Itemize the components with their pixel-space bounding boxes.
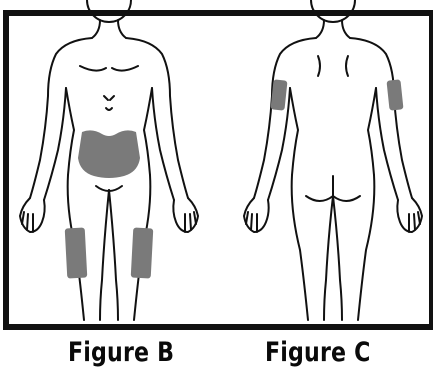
back-torso-left bbox=[290, 88, 298, 175]
back-shoulder-blades bbox=[318, 56, 348, 76]
front-groin bbox=[96, 186, 122, 191]
back-right-fingers bbox=[409, 212, 420, 232]
front-chest bbox=[80, 66, 138, 71]
figure-b-caption: Figure B bbox=[68, 335, 174, 371]
front-torso-right bbox=[144, 88, 152, 175]
figure-c-caption: Figure C bbox=[265, 335, 371, 371]
back-right-arm-outer bbox=[350, 38, 412, 198]
right-upper-arm-injection-site bbox=[386, 79, 403, 110]
front-left-fingers bbox=[22, 212, 33, 232]
back-left-arm-outer bbox=[254, 38, 316, 198]
front-navel bbox=[106, 108, 112, 110]
back-torso-right bbox=[368, 88, 376, 175]
left-thigh-injection-site bbox=[65, 228, 88, 279]
front-right-arm-outer bbox=[126, 38, 188, 198]
front-right-fingers bbox=[185, 212, 196, 232]
back-right-leg-inner bbox=[333, 196, 342, 320]
right-thigh-injection-site bbox=[131, 228, 154, 279]
front-ribs bbox=[104, 96, 114, 100]
back-left-fingers bbox=[246, 212, 257, 232]
figure-border bbox=[6, 13, 432, 327]
front-right-leg-inner bbox=[109, 190, 118, 320]
front-left-leg-inner bbox=[100, 190, 109, 320]
front-left-arm-outer bbox=[30, 38, 92, 198]
back-left-leg-inner bbox=[324, 196, 333, 320]
abdomen-injection-site bbox=[78, 130, 140, 178]
front-injection-sites bbox=[65, 130, 154, 278]
front-torso-left bbox=[66, 88, 74, 175]
back-body-figure bbox=[244, 0, 422, 320]
